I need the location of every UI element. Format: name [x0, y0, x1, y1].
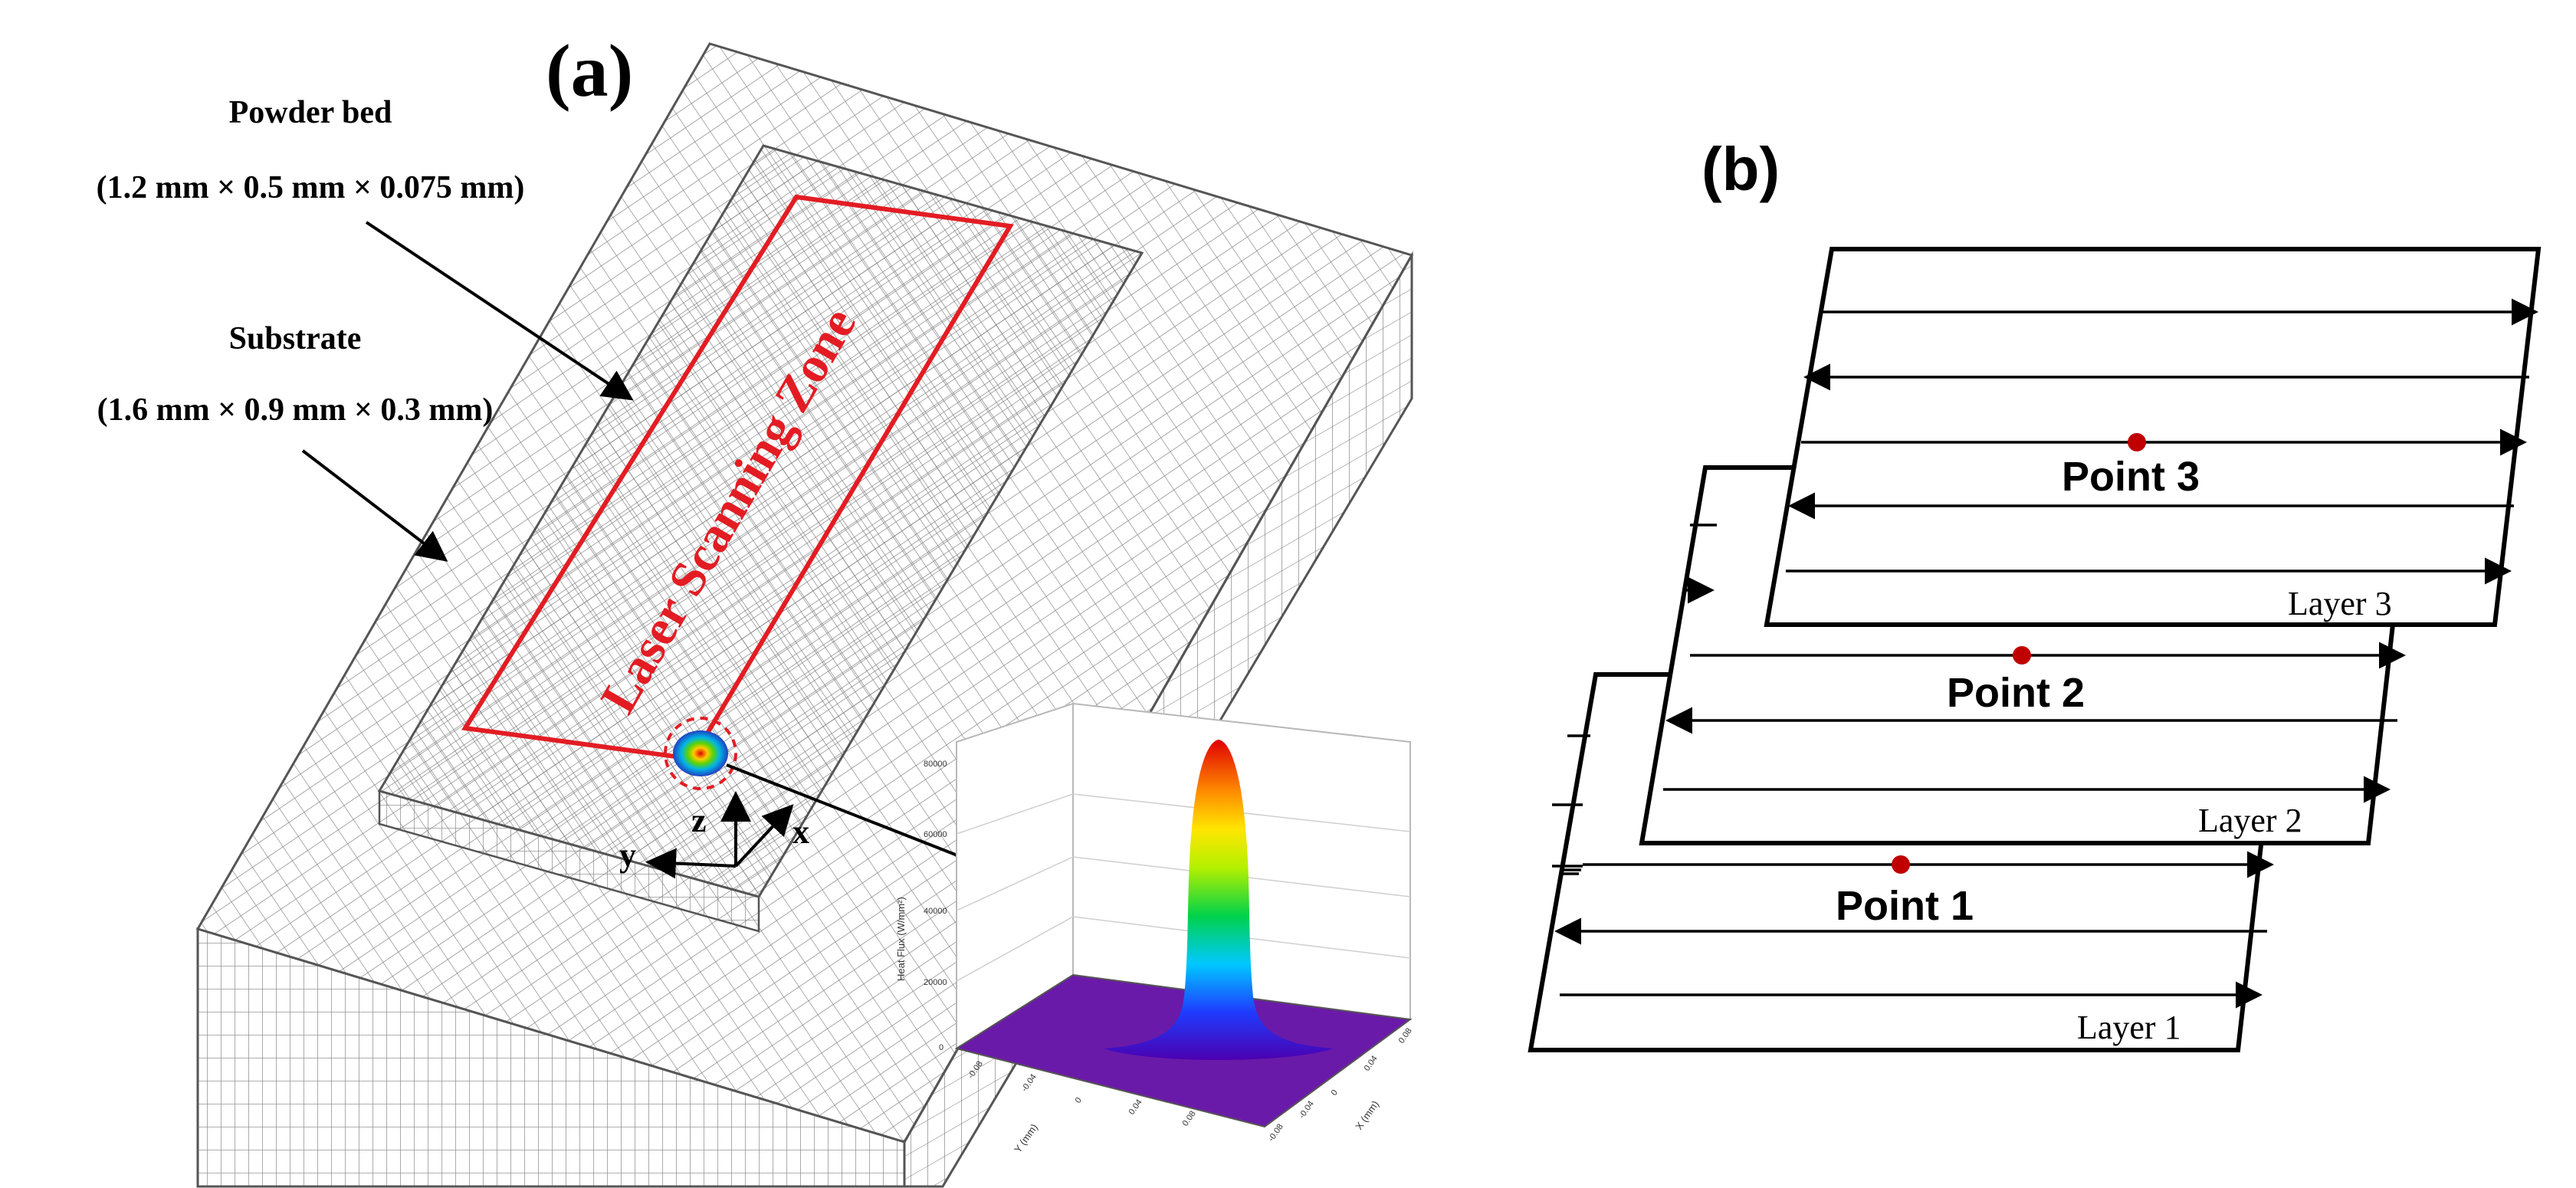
powder-bed-front-face: [378, 789, 760, 933]
inset-ztick-1: 20000: [924, 978, 947, 987]
powder-bed-title: Powder bed: [229, 95, 392, 130]
panel-a: Laser Scanning Zone z x y (a) Powder bed…: [97, 30, 1414, 1188]
inset-xtick-0: -0.08: [1267, 1122, 1285, 1143]
laser-spot-halo: [664, 717, 737, 790]
layer-3-point-label: Point 3: [2062, 454, 2200, 500]
inset-z-ticks: 0 20000 40000 60000 80000: [924, 760, 947, 1052]
inset-ylabel: Y (mm): [1012, 1121, 1040, 1154]
inset-ztick-4: 80000: [924, 760, 947, 769]
inset-ytick-1: -0.04: [1020, 1072, 1039, 1093]
inset-zlabel: Heat Flux (W/mm²): [895, 897, 907, 981]
layer-3-scan-paths: [1786, 298, 2538, 585]
coordinate-axes: [645, 791, 794, 879]
inset-ytick-4: 0.08: [1181, 1109, 1198, 1127]
powder-bed-dims: (1.2 mm × 0.5 mm × 0.075 mm): [97, 170, 525, 205]
inset-ztick-3: 60000: [924, 830, 947, 839]
substrate-pointer-arrow: [301, 449, 448, 562]
layer-3-frame: [1764, 247, 2542, 627]
layer-2-name: Layer 2: [2198, 802, 2302, 839]
layer-1-name: Layer 1: [2077, 1009, 2181, 1046]
layer-2-scan-paths: [1663, 642, 2406, 803]
inset-ztick-0: 0: [939, 1043, 943, 1052]
inset-ztick-2: 40000: [924, 907, 947, 916]
laser-spot: [673, 730, 728, 776]
heat-flux-inset: 0 20000 40000 60000 80000 Heat Flux (W/m…: [895, 702, 1414, 1155]
inset-xlabel: X (mm): [1353, 1098, 1381, 1132]
inset-xtick-4: 0.08: [1397, 1026, 1414, 1045]
layer-2-point-label: Point 2: [1947, 670, 2085, 716]
layer-2-point-marker: [2013, 646, 2031, 665]
powder-bed: [377, 144, 1144, 933]
inset-xtick-2: 0: [1330, 1088, 1340, 1098]
panel-a-label: (a): [546, 30, 633, 113]
inset-gaussian-peak: [1104, 740, 1334, 1060]
layer-1-point-label: Point 1: [1836, 883, 1974, 929]
layer-1-point-marker: [1892, 855, 1910, 874]
substrate-dims: (1.6 mm × 0.9 mm × 0.3 mm): [97, 392, 494, 428]
layer-3-name: Layer 3: [2288, 585, 2392, 622]
inset-xtick-1: -0.04: [1298, 1099, 1316, 1120]
laser-scanning-zone-outline: [461, 194, 1014, 762]
powder-bed-pointer-arrow: [365, 221, 634, 401]
layer-1-scan-paths: [1552, 734, 2274, 1009]
axis-label-z: z: [691, 802, 707, 839]
inset-ytick-2: 0: [1074, 1096, 1084, 1105]
inset-xtick-3: 0.04: [1363, 1054, 1380, 1072]
layer-3: Point 3 Layer 3: [1764, 247, 2542, 627]
axis-label-x: x: [792, 813, 809, 851]
panel-b-label: (b): [1701, 135, 1780, 203]
inset-ytick-3: 0.04: [1127, 1098, 1144, 1116]
layer-2-left-ticks: [1682, 523, 1717, 604]
axis-label-y: y: [619, 836, 636, 874]
substrate-title: Substrate: [229, 321, 362, 356]
layer-3-point-marker: [2128, 433, 2146, 451]
panel-b: (b) Point 1 Layer 1: [1528, 135, 2542, 1052]
